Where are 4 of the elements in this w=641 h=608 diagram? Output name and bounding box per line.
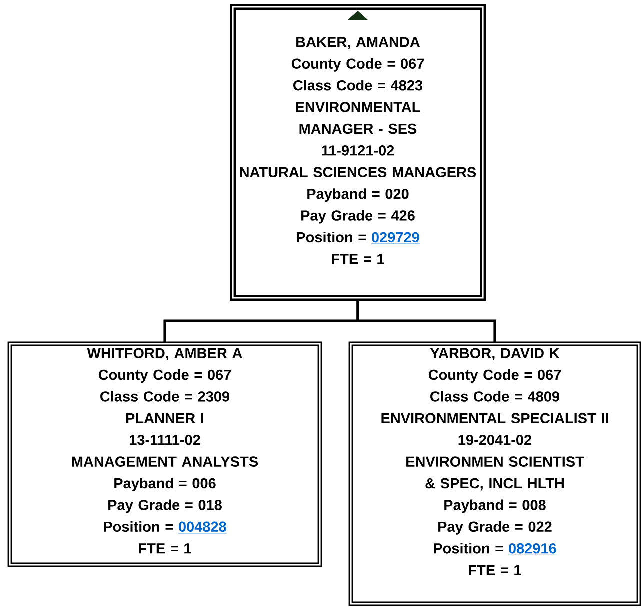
connector	[356, 299, 496, 344]
position-box: BAKER, AMANDA County Code = 067 Class Code = 4823 ENVIRONMENTAL MANAGER - SES 11-9121-02 NATURAL SCIENCES MANAGERS Payband = 020 Pay Grade = 426 Position = 029729 FTE = 1	[230, 4, 486, 301]
position-box: YARBOR, DAVID K County Code = 067 Class Code = 4809 ENVIRONMENTAL SPECIALIST II 19-2041-02 ENVIRONMEN SCIENTIST & SPEC, INCL HLTH Payband = 008 Pay Grade = 022 Position = 082916 FTE = 1	[348, 342, 641, 606]
position-box: WHITFORD, AMBER A County Code = 067 Class Code = 2309 PLANNER I 13-1111-02 MANAGEMENT ANALYSTS Payband = 006 Pay Grade = 018 Position = 004828 FTE = 1	[8, 342, 322, 568]
